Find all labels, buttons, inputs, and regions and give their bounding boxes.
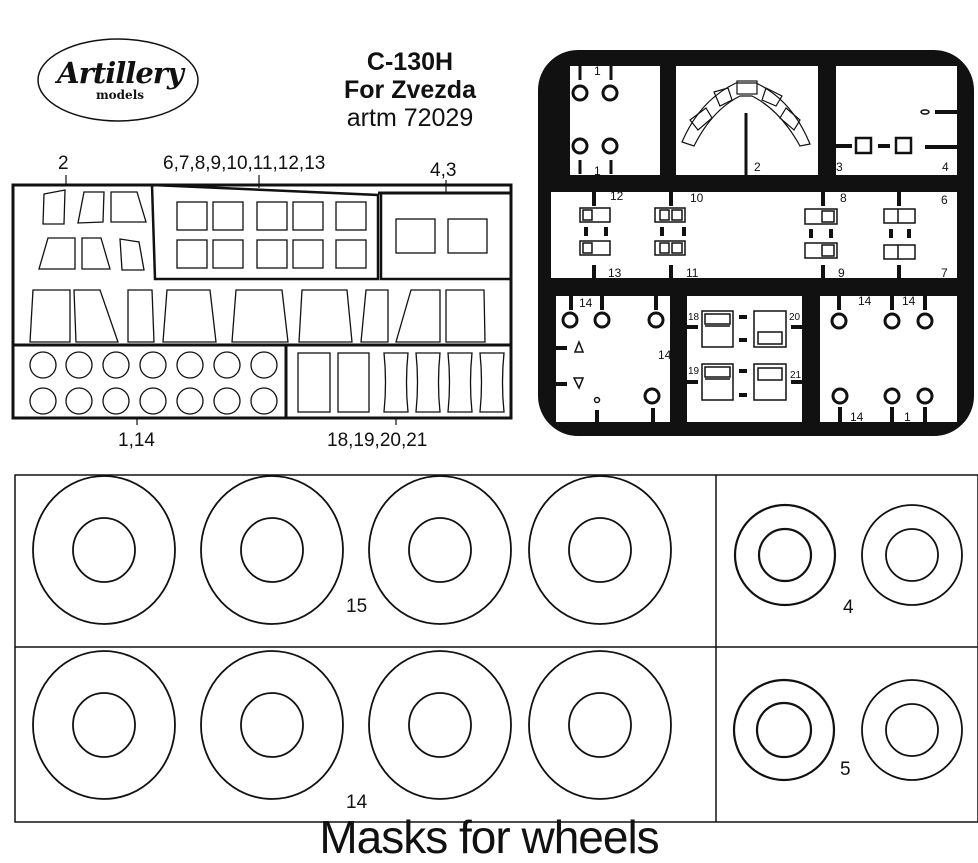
wheel-label-14: 14 (346, 792, 368, 813)
logo-sub: models (95, 88, 145, 102)
wheel-label-5: 5 (840, 759, 851, 780)
sprue-num: 1 (904, 410, 911, 424)
wheel-label-15: 15 (346, 596, 368, 617)
title-model: C-130H (366, 48, 454, 76)
label-parts-4-3: 4,3 (430, 160, 457, 181)
sprue-num: 11 (686, 266, 699, 280)
label-parts-1-14: 1,14 (118, 430, 155, 451)
sprue-num: 10 (690, 191, 704, 205)
sprue-num: 12 (610, 189, 624, 203)
caption: Masks for wheels (319, 811, 659, 863)
sprue-num: 1 (594, 164, 601, 178)
sprue-num: 13 (608, 266, 622, 280)
sprue-num: 14 (858, 294, 872, 308)
sprue-num: 19 (688, 366, 700, 377)
label-part-2: 2 (58, 153, 69, 174)
sprue-num: 6 (941, 193, 948, 207)
product-title: C-130H For Zvezda artm 72029 (320, 48, 500, 132)
sprue-num: 4 (942, 160, 949, 174)
sprue-num: 14 (850, 410, 864, 424)
sprue-num: 14 (658, 348, 672, 362)
title-code: artm 72029 (346, 104, 474, 132)
label-parts-18-21: 18,19,20,21 (327, 430, 428, 451)
sprue-num: 2 (754, 160, 761, 174)
sprue-num: 14 (902, 294, 916, 308)
sprue-num: 7 (941, 266, 948, 280)
sprue-num: 1 (594, 64, 601, 78)
label-parts-6-13: 6,7,8,9,10,11,12,13 (163, 153, 326, 174)
title-kit: For Zvezda (344, 76, 476, 104)
sprue-num: 18 (688, 312, 700, 323)
sprue-num: 8 (840, 191, 847, 205)
logo-brand: Artillery (57, 56, 184, 90)
sprue-num: 3 (836, 160, 843, 174)
sprue-num: 21 (790, 370, 802, 381)
sprue-num: 20 (789, 312, 801, 323)
sprue-num: 9 (838, 266, 845, 280)
wheel-label-4: 4 (843, 597, 854, 618)
sprue-num: 14 (579, 296, 593, 310)
